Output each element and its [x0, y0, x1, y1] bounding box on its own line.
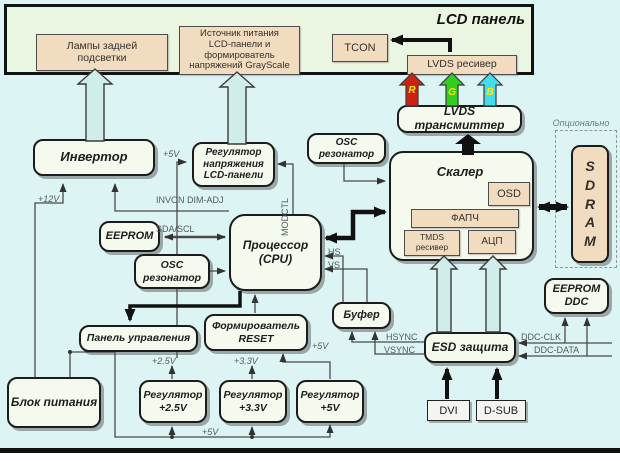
- block-control-panel: Панель управления: [79, 325, 198, 352]
- lcd-panel-title: LCD панель: [436, 11, 525, 28]
- block-sdram: SDRAM: [571, 145, 609, 263]
- line-5v-to-reset: [279, 353, 331, 379]
- block-adc: АЦП: [468, 230, 516, 254]
- block-regulator-3v3: Регулятор +3.3V: [219, 380, 287, 423]
- label-ddc-clk: DDC-CLK: [521, 332, 562, 342]
- bottom-border-bar: [0, 448, 620, 453]
- block-osd: OSD: [488, 182, 530, 206]
- line-12v-psu-to-inverter: [34, 183, 67, 377]
- label-vsync: VSYNC: [384, 345, 416, 355]
- lcd-panel-region: LCD панель Лампы задней подсветки Источн…: [4, 4, 534, 75]
- block-pll: ФАПЧ: [411, 209, 519, 228]
- bottom-margin: [0, 453, 620, 461]
- label-channel-g: G: [448, 87, 456, 98]
- arrow-regulator-to-panel-psu: [218, 71, 256, 145]
- optional-label: Опционально: [552, 118, 610, 128]
- bus-cpu-scaler: [324, 206, 387, 244]
- line-osc-to-scaler: [343, 164, 386, 185]
- arrow-inverter-to-backlight: [76, 68, 114, 142]
- block-tcon: TCON: [332, 34, 388, 62]
- block-esd-protection: ESD защита: [424, 332, 516, 363]
- block-power-supply: Блок питания: [7, 377, 101, 428]
- label-ddc-data: DDC-DATA: [534, 345, 580, 355]
- block-dvi-connector: DVI: [427, 400, 470, 421]
- label-hsync: HSYNC: [386, 332, 418, 342]
- label-5v-lcdreg: +5V: [163, 149, 180, 159]
- junction-dot: [68, 350, 72, 354]
- junction-dot: [250, 435, 254, 439]
- label-sda-scl: SDA/SCL: [156, 224, 195, 234]
- junction-dot: [170, 435, 174, 439]
- block-reset-generator: Формирователь RESET: [204, 314, 308, 351]
- block-buffer: Буфер: [332, 302, 391, 329]
- block-lvds-receiver: LVDS ресивер: [407, 55, 517, 75]
- block-eeprom: EEPROM: [99, 221, 160, 252]
- block-panel-power-source: Источник питания LCD-панели и формироват…: [179, 26, 300, 75]
- block-lcd-voltage-regulator: Регулятор напряжения LCD-панели: [192, 142, 275, 187]
- label-modctl: MODCTL: [280, 198, 290, 236]
- block-backlight-lamps: Лампы задней подсветки: [36, 34, 168, 71]
- label-12v: +12V: [38, 194, 60, 204]
- block-cpu: Процессор (CPU): [229, 214, 322, 291]
- block-regulator-2v5: Регулятор +2.5V: [139, 380, 207, 423]
- block-regulator-5v: Регулятор +5V: [296, 380, 364, 423]
- line-vs-to-cpu: [324, 265, 368, 302]
- block-osc-resonator-cpu: OSC резонатор: [134, 254, 210, 289]
- block-lvds-transmitter: LVDS трансмиттер: [397, 104, 522, 133]
- block-sdram-label: SDRAM: [584, 157, 596, 250]
- label-channel-r: R: [408, 85, 416, 96]
- label-invon-dim-adj: INVON DIM-ADJ: [156, 195, 224, 205]
- label-3v3: +3.3V: [234, 356, 258, 366]
- label-hs: HS: [328, 247, 341, 257]
- label-vs: VS: [328, 260, 341, 270]
- label-channel-b: B: [486, 87, 494, 98]
- arrow-esd-to-adc: [478, 255, 508, 333]
- label-5v-bus: +5V: [202, 427, 219, 437]
- block-dsub-connector: D-SUB: [476, 400, 526, 421]
- optional-dashed-region: [555, 130, 617, 268]
- arrow-esd-to-tmds: [429, 255, 459, 333]
- label-5v-buffer: +5V: [312, 341, 329, 351]
- block-osc-resonator-scaler: OSC резонатор: [307, 133, 386, 164]
- block-tmds-receiver: TMDS ресивер: [404, 230, 460, 256]
- block-eeprom-ddc: EEPROM DDC: [544, 278, 609, 314]
- label-2v5: +2.5V: [152, 356, 176, 366]
- block-inverter: Инвертор: [33, 139, 155, 176]
- block-scaler-label: Скалер: [436, 164, 484, 179]
